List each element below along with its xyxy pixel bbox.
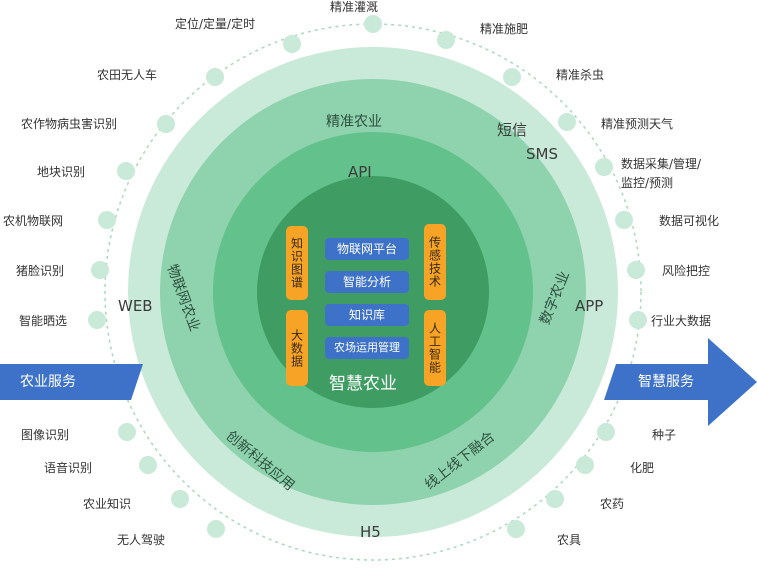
- item-pig-face: 猪脸识别: [16, 264, 65, 278]
- item-smart-sort: 智能晒选: [19, 314, 68, 328]
- item-fertilizer: 化肥: [630, 461, 655, 475]
- pill-smart-analysis: 智能分析: [325, 271, 409, 293]
- left-arrow-shape: [0, 364, 143, 400]
- item-driverless: 无人驾驶: [117, 533, 166, 547]
- orbit-dot: [615, 211, 633, 229]
- orbit-dot: [207, 520, 225, 538]
- orbit-dot: [98, 211, 116, 229]
- orbit-dot: [139, 456, 157, 474]
- channel-sms: SMS: [526, 145, 558, 163]
- orbit-dot: [576, 456, 594, 474]
- orbit-dot: [503, 68, 521, 86]
- channel-api: API: [348, 163, 372, 181]
- item-data-visual: 数据可视化: [659, 214, 720, 228]
- pill-iot-platform: 物联网平台: [325, 238, 409, 260]
- orbit-dot: [157, 115, 175, 133]
- channel-sms-cn: 短信: [497, 121, 528, 139]
- box-big-data: 大数据: [286, 310, 308, 386]
- orbit-dot: [88, 311, 106, 329]
- orbit-dot: [629, 311, 647, 329]
- orbit-dot: [507, 520, 525, 538]
- item-positioning: 定位/定量/定时: [175, 17, 256, 31]
- orbit-dot: [117, 162, 135, 180]
- item-data-collection: 数据采集/管理/监控/预测: [621, 157, 702, 190]
- item-field-vehicle: 农田无人车: [97, 68, 158, 82]
- item-industry-bigdata: 行业大数据: [651, 314, 712, 328]
- box-ai: 人工智能: [424, 310, 446, 386]
- right-arrow-shape: [604, 338, 757, 426]
- box-sensor-tech: 传感技术: [424, 224, 446, 300]
- channel-app: APP: [575, 297, 604, 315]
- item-machine-iot: 农机物联网: [3, 214, 64, 228]
- orbit-dot: [546, 490, 564, 508]
- orbit-dot: [206, 68, 224, 86]
- item-seed: 种子: [652, 428, 677, 442]
- orbit-dot: [91, 261, 109, 279]
- orbit-dot: [118, 423, 136, 441]
- orbit-dot: [364, 15, 382, 33]
- item-risk-control: 风险把控: [662, 264, 711, 278]
- orbit-dot: [437, 31, 455, 49]
- ring-precise-agri: 精准农业: [326, 114, 382, 130]
- smart-service-label: 智慧服务: [638, 374, 694, 390]
- item-agri-knowledge: 农业知识: [83, 497, 132, 511]
- item-plot-recognition: 地块识别: [37, 165, 86, 179]
- orbit-dot: [597, 423, 615, 441]
- agri-service-label: 农业服务: [20, 374, 76, 390]
- item-voice-recognition: 语音识别: [44, 461, 93, 475]
- channel-web: WEB: [118, 297, 153, 315]
- item-precise-fertilize: 精准施肥: [480, 22, 529, 36]
- item-precise-irrigation: 精准灌溉: [330, 0, 379, 14]
- pill-knowledge-base: 知识库: [325, 304, 409, 326]
- channel-h5: H5: [360, 523, 381, 541]
- box-knowledge-graph: 知识图谱: [286, 226, 308, 300]
- core-title: 智慧农业: [329, 374, 397, 394]
- orbit-dot: [171, 490, 189, 508]
- orbit-dot: [627, 261, 645, 279]
- item-image-recognition: 图像识别: [21, 428, 70, 442]
- pill-farm-management: 农场运用管理: [325, 337, 409, 359]
- orbit-dot: [283, 35, 301, 53]
- item-pest-recognition: 农作物病虫害识别: [21, 117, 118, 131]
- item-precise-insect: 精准杀虫: [556, 68, 605, 82]
- orbit-dot: [595, 158, 613, 176]
- item-pesticide: 农药: [600, 497, 625, 511]
- item-weather: 精准预测天气: [601, 117, 674, 131]
- item-farm-tools: 农具: [557, 533, 582, 547]
- orbit-dot: [558, 113, 576, 131]
